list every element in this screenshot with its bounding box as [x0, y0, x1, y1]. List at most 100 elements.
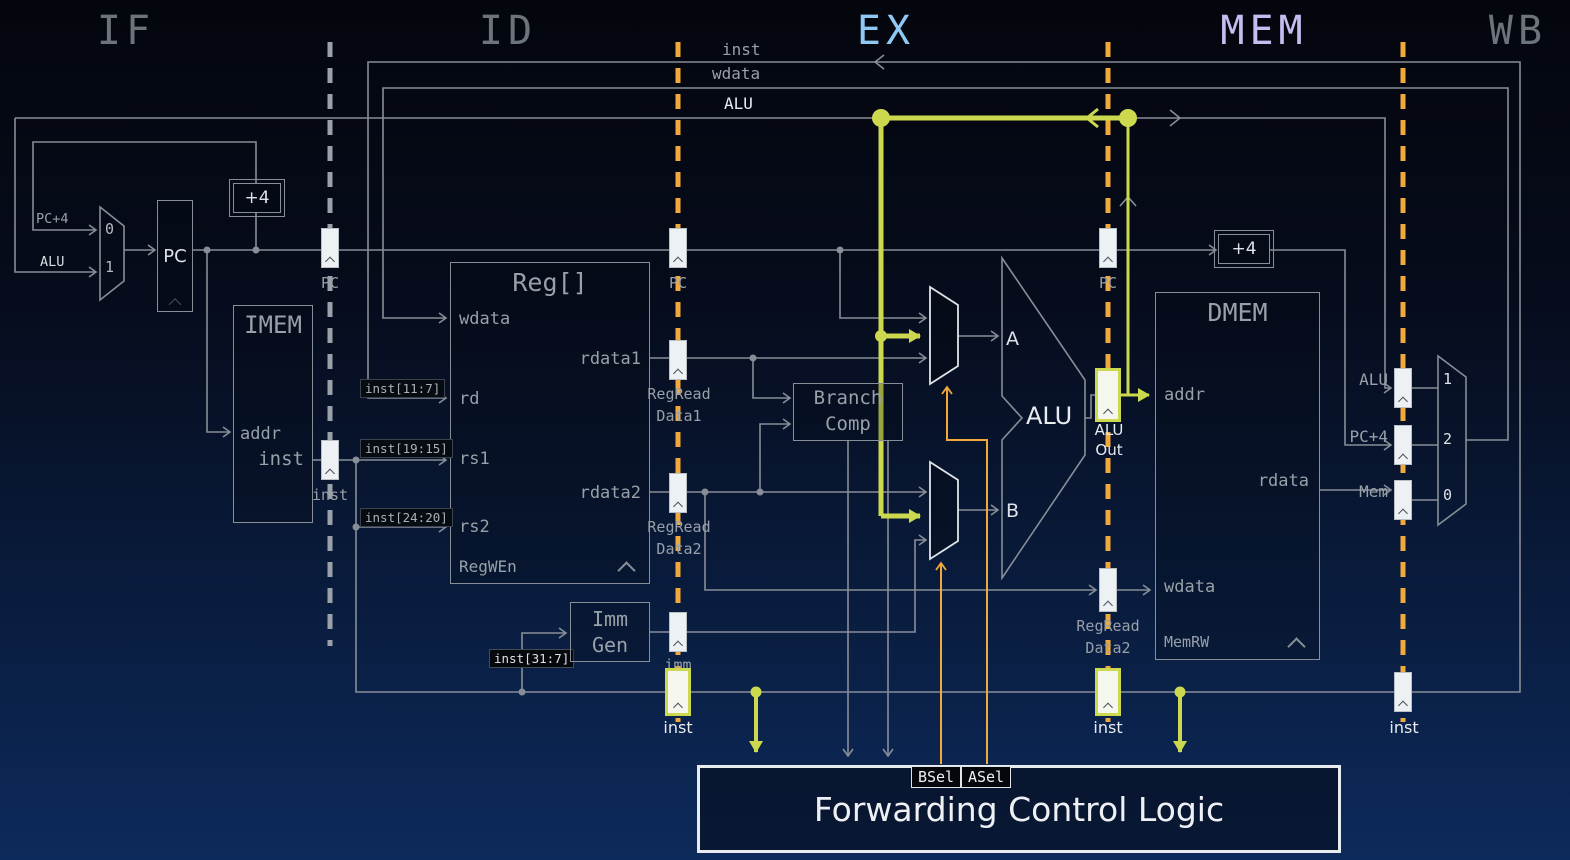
- asel-label: ASel: [967, 768, 1005, 786]
- pc-register-block: PC: [157, 200, 193, 312]
- clock-chevron-icon: [168, 298, 182, 311]
- regfile-wdata-port: wdata: [459, 309, 511, 329]
- clock-chevron-icon: [1398, 700, 1408, 711]
- stage-label-id: ID: [478, 8, 538, 54]
- idex-pc-register: [669, 228, 687, 268]
- idex-rdata2-register: [669, 473, 687, 513]
- wb-mux-sel2: 2: [1443, 430, 1453, 448]
- bsel-label: BSel: [917, 768, 955, 786]
- bsel-signal-badge: BSel: [911, 766, 961, 788]
- ifid-pc-register: [321, 228, 339, 268]
- memwb-pc4-label: PC+4: [1349, 427, 1388, 446]
- forwarding-path-highlight: [749, 107, 1187, 753]
- pc-mux-input1-label: ALU: [40, 254, 65, 270]
- pc-mux-shape: [99, 205, 125, 302]
- wb-mux-sel1: 1: [1443, 370, 1453, 388]
- clock-chevron-icon: [1398, 396, 1408, 407]
- imm-bitfield-label: inst[31:7]: [489, 649, 575, 668]
- alu-shape: [1001, 255, 1086, 581]
- regfile-rs1-port: rs1: [459, 449, 490, 469]
- forwarding-control-logic-title: Forwarding Control Logic: [813, 789, 1225, 829]
- clock-chevron-icon: [673, 702, 683, 713]
- exmem-inst-label: inst: [1093, 718, 1123, 737]
- exmem-inst-register-highlighted: [1095, 668, 1121, 716]
- clock-chevron-icon: [673, 256, 683, 267]
- signal-label-alu: ALU: [724, 94, 753, 113]
- idex-rdata1-label: RegRead Data1: [647, 385, 711, 425]
- memwb-alu-register: [1394, 368, 1412, 408]
- pc-mux-sel0: 0: [105, 220, 115, 238]
- alu-a-mux-shape: [929, 285, 959, 386]
- forwarding-control-logic-block: Forwarding Control Logic: [697, 765, 1341, 853]
- register-file-block: Reg[] wdata rd rs1 rs2 RegWEn rdata1 rda…: [450, 262, 650, 584]
- exmem-pc-label: PC: [1098, 274, 1118, 292]
- memwb-pc4-register: [1394, 425, 1412, 465]
- memwb-mem-register: [1394, 480, 1412, 520]
- component-shapes: [99, 205, 1467, 581]
- wire-junction-dots: [203, 246, 844, 696]
- immgen-label: Imm Gen: [591, 607, 629, 657]
- clock-chevron-icon: [325, 468, 335, 479]
- stage-label-mem: MEM: [1220, 8, 1308, 54]
- rd-bitfield-label: inst[11:7]: [360, 379, 446, 398]
- memwb-mem-label: Mem: [1359, 482, 1388, 501]
- plus4-label: +4: [244, 188, 270, 208]
- dmem-memrw-port: MemRW: [1164, 633, 1210, 651]
- clock-chevron-icon: [325, 256, 335, 267]
- exmem-aluout-label: ALU Out: [1094, 421, 1124, 460]
- stage-label-if: IF: [96, 8, 156, 54]
- plus4-adder-mem: +4: [1214, 230, 1274, 268]
- forwarding-junction-dots: [750, 109, 1186, 698]
- memwb-inst-label: inst: [1389, 718, 1419, 737]
- imem-block: IMEM addr inst: [233, 305, 313, 523]
- clock-chevron-icon: [1103, 408, 1113, 419]
- memwb-alu-label: ALU: [1359, 370, 1388, 389]
- clock-chevron-icon: [673, 640, 683, 651]
- imem-inst-port: inst: [258, 448, 304, 470]
- dmem-block: DMEM addr wdata rdata MemRW: [1155, 292, 1320, 660]
- branch-comparator-block: Branch Comp: [793, 383, 903, 441]
- clock-chevron-icon: [1103, 600, 1113, 611]
- alu-input-a-label: A: [1006, 328, 1019, 350]
- idex-rdata2-label: RegRead Data2: [647, 518, 711, 558]
- control-signal-wires: [935, 385, 988, 764]
- immgen-block: Imm Gen: [570, 602, 650, 662]
- exmem-rdata2-label: RegRead Data2: [1076, 617, 1140, 657]
- regfile-regwen-port: RegWEn: [459, 557, 517, 576]
- exmem-rdata2-register: [1099, 568, 1117, 612]
- clock-chevron-icon: [1398, 453, 1408, 464]
- clock-chevron-icon: [673, 501, 683, 512]
- imem-title: IMEM: [244, 311, 302, 339]
- signal-label-wdata: wdata: [712, 64, 761, 83]
- memwb-inst-register: [1394, 672, 1412, 712]
- ifid-inst-label: inst: [311, 486, 349, 504]
- idex-rdata1-register: [669, 340, 687, 380]
- clock-chevron-icon: [1398, 508, 1408, 519]
- regfile-rdata2-port: rdata2: [579, 483, 641, 503]
- dmem-rdata-port: rdata: [1257, 471, 1309, 491]
- asel-signal-badge: ASel: [961, 766, 1011, 788]
- regfile-rdata1-port: rdata1: [579, 349, 641, 369]
- rs1-bitfield-label: inst[19:15]: [360, 439, 453, 458]
- idex-inst-register-highlighted: [665, 668, 691, 716]
- wb-mux-sel0: 0: [1443, 486, 1453, 504]
- idex-imm-register: [669, 612, 687, 652]
- branch-comp-label: Branch Comp: [813, 387, 883, 435]
- ifid-pc-label: PC: [320, 274, 340, 292]
- clock-chevron-icon: [1287, 637, 1306, 656]
- plus4-label: +4: [1231, 239, 1257, 259]
- pc-mux-sel1: 1: [105, 258, 115, 276]
- alu-input-b-label: B: [1006, 500, 1020, 522]
- exmem-aluout-register-highlighted: [1095, 368, 1121, 422]
- pc-register-label: PC: [163, 245, 187, 267]
- clock-chevron-icon: [1103, 702, 1113, 713]
- plus4-adder-if: +4: [229, 179, 285, 217]
- clock-chevron-icon: [673, 368, 683, 379]
- dmem-title: DMEM: [1207, 298, 1268, 327]
- signal-label-inst: inst: [722, 40, 761, 59]
- pc-mux-input0-label: PC+4: [36, 211, 69, 227]
- idex-pc-label: PC: [668, 274, 688, 292]
- datapath-wires: [14, 54, 1521, 758]
- dmem-wdata-port: wdata: [1164, 577, 1216, 597]
